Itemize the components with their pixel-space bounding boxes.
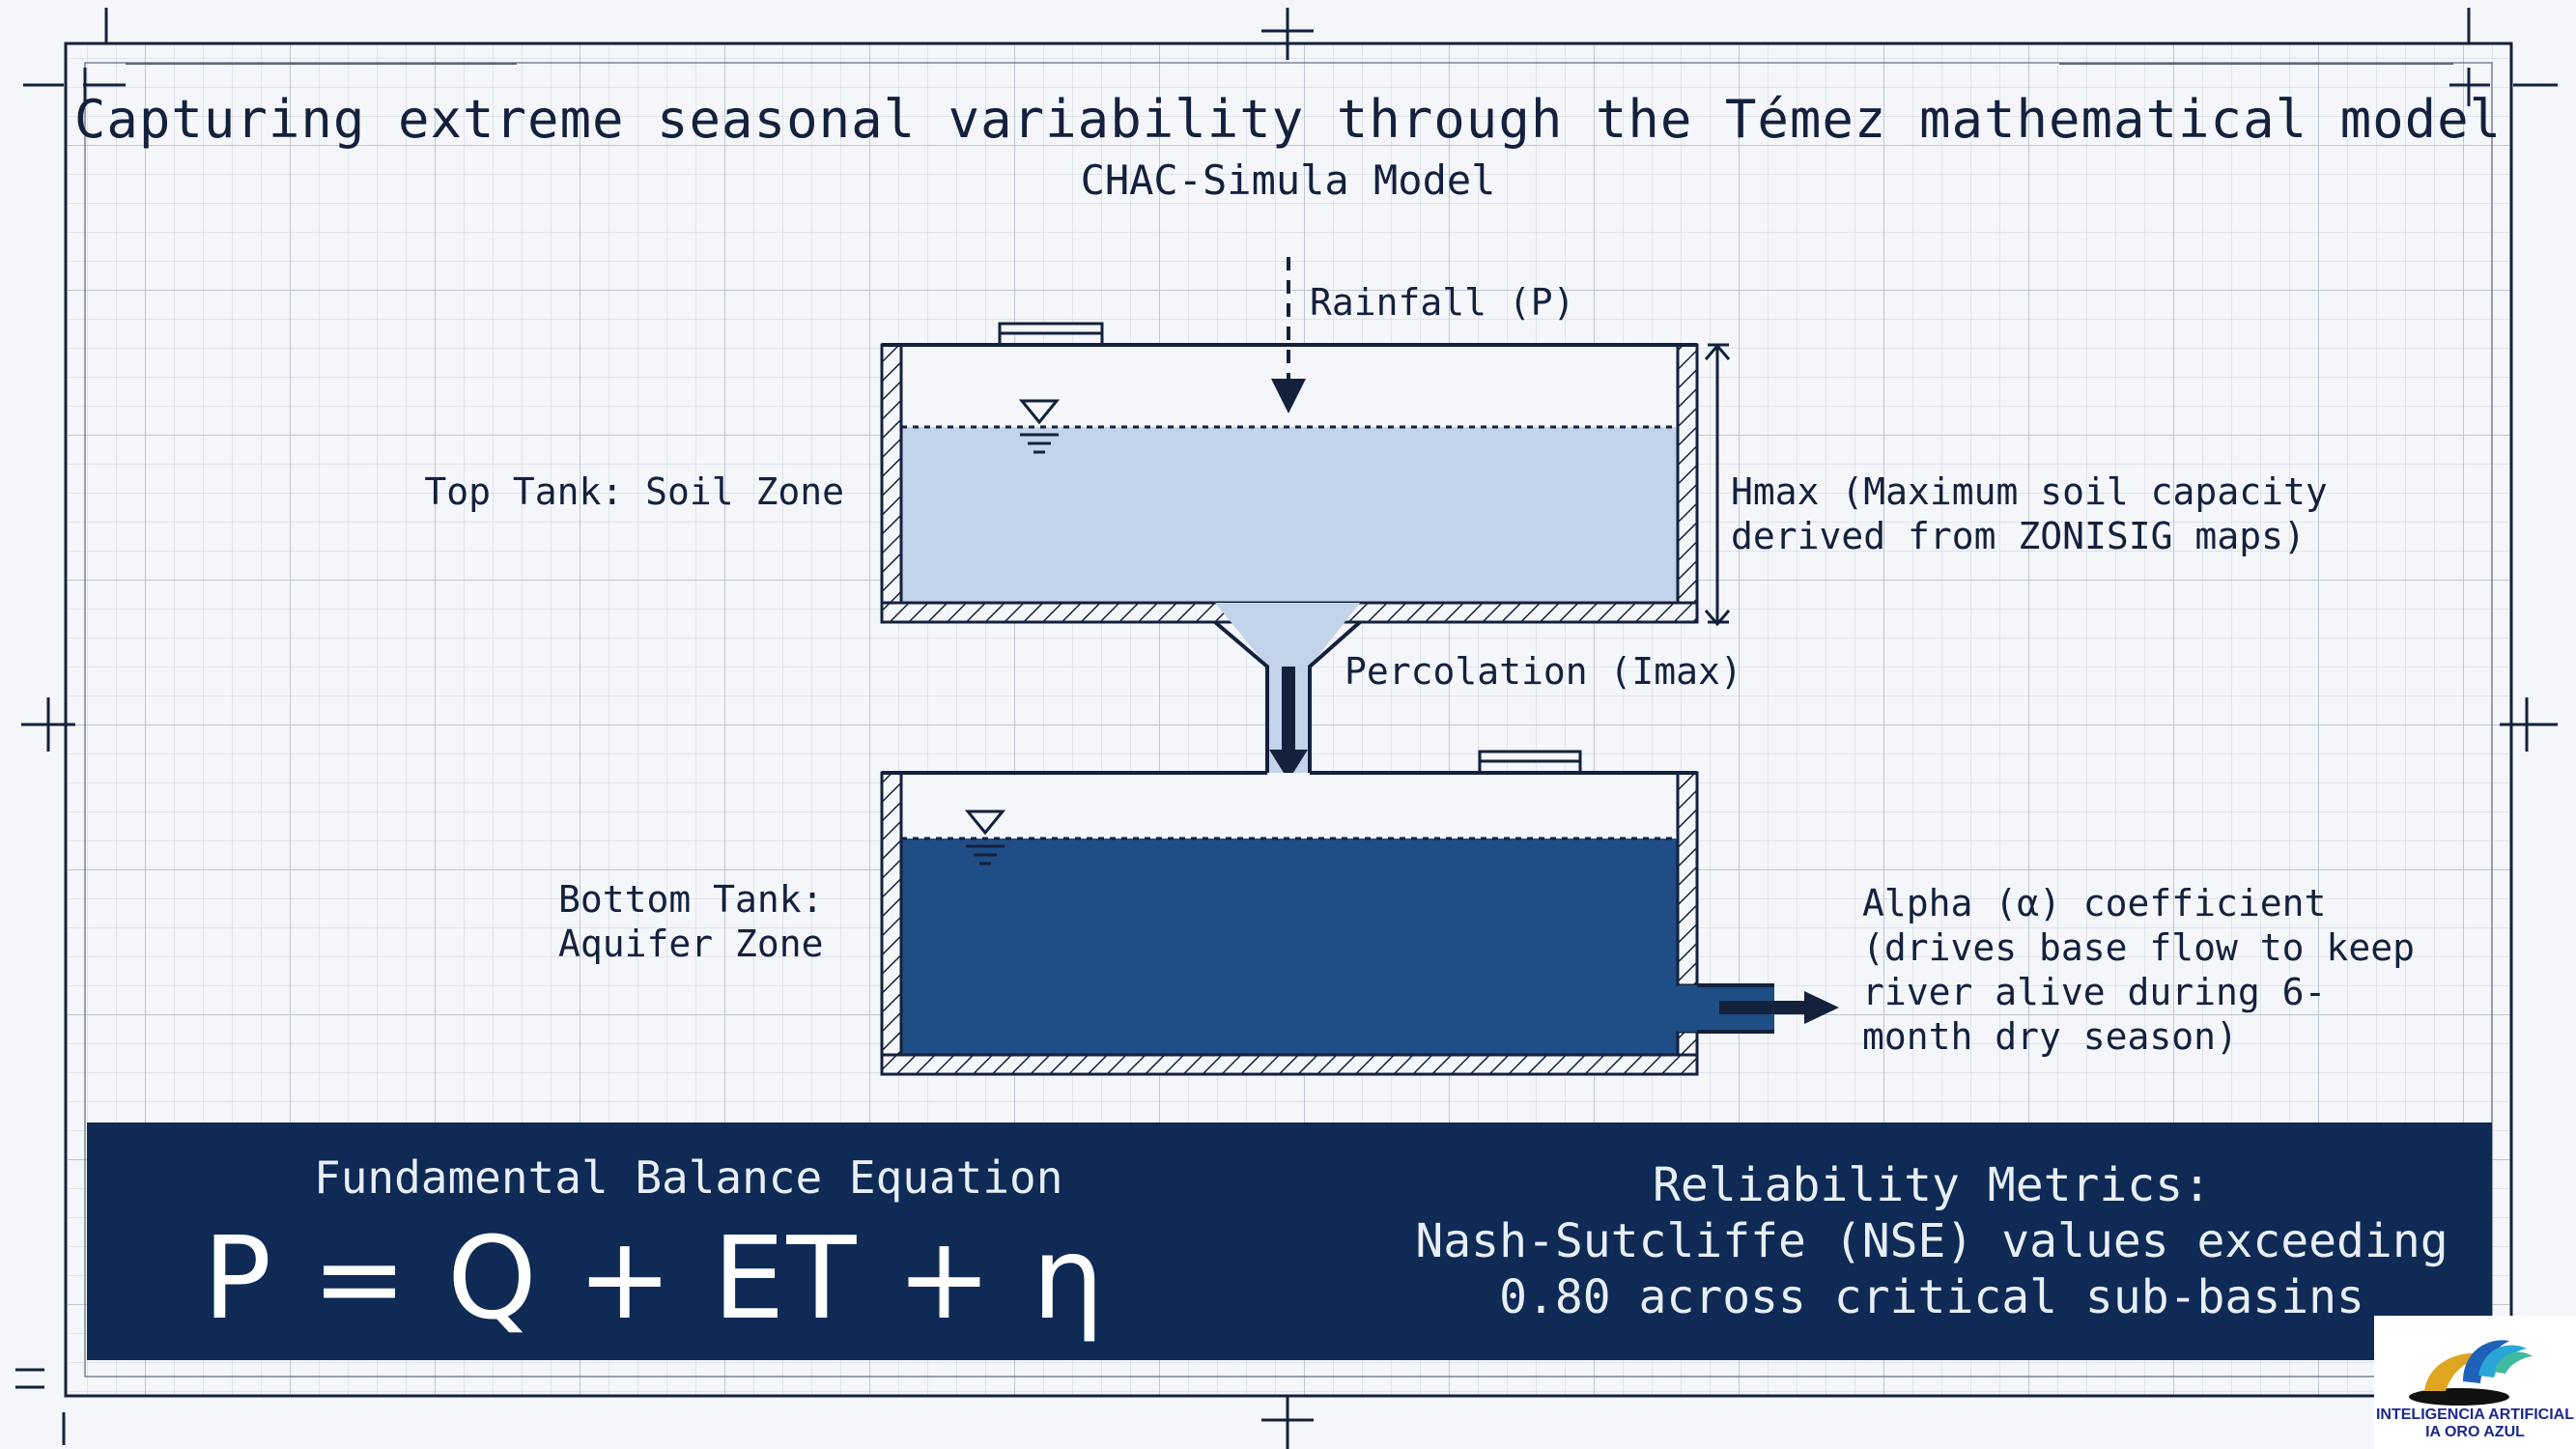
alpha-label-line3: river alive during 6- — [1862, 971, 2327, 1013]
reliability-line2: Nash-Sutcliffe (NSE) values exceeding — [1415, 1214, 2449, 1268]
logo-text-line1: INTELIGENCIA ARTIFICIAL — [2375, 1406, 2575, 1423]
logo-text-line2: IA ORO AZUL — [2425, 1424, 2525, 1440]
bottom-tank-label-line1: Bottom Tank: — [558, 878, 824, 921]
alpha-label-line2: (drives base flow to keep — [1862, 926, 2415, 969]
percolation-label: Percolation (Imax) — [1345, 650, 1742, 693]
balance-equation: P = Q + ET + η — [203, 1211, 1107, 1345]
rainfall-label: Rainfall (P) — [1310, 281, 1575, 324]
reliability-metrics: Reliability Metrics: Nash-Sutcliffe (NSE… — [1381, 1157, 2482, 1325]
rainfall-arrow-icon — [1271, 257, 1306, 413]
baseflow-arrow-icon — [1719, 991, 1839, 1024]
water-level-icon — [1018, 399, 1061, 454]
alpha-label-line1: Alpha (α) coefficient — [1862, 882, 2327, 924]
alpha-label-line4: month dry season) — [1862, 1015, 2238, 1058]
water-level-icon — [964, 810, 1006, 866]
soil-water — [901, 427, 1678, 603]
hmax-dimension-line — [1704, 343, 1731, 627]
hmax-label-line1: Hmax (Maximum soil capacity — [1731, 470, 2328, 513]
reliability-title: Reliability Metrics: — [1653, 1158, 2211, 1212]
top-tank — [880, 322, 1699, 624]
page-subtitle: CHAC-Simula Model — [1080, 156, 1496, 204]
top-tank-label: Top Tank: Soil Zone — [424, 470, 844, 513]
percolation-arrow-icon — [1269, 667, 1308, 781]
summary-panel — [87, 1122, 2492, 1360]
crop-marks — [15, 8, 2558, 1449]
ia-oro-azul-logo-icon — [2409, 1340, 2533, 1406]
hmax-label-line2: derived from ZONISIG maps) — [1731, 515, 2306, 557]
equation-caption: Fundamental Balance Equation — [314, 1151, 1063, 1204]
bottom-tank — [880, 750, 1699, 1076]
aquifer-water — [901, 838, 1678, 1055]
bottom-tank-label-line2: Aquifer Zone — [558, 923, 824, 965]
reliability-line3: 0.80 across critical sub-basins — [1499, 1270, 2364, 1324]
page-title: Capturing extreme seasonal variability t… — [73, 89, 2503, 150]
